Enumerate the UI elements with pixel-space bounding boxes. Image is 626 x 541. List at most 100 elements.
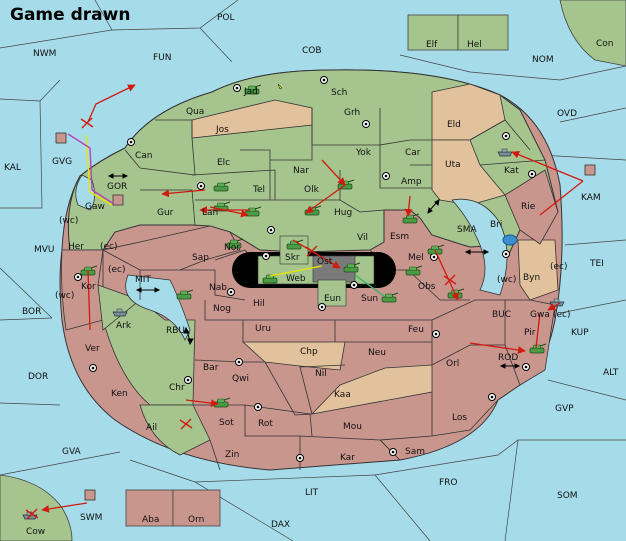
label-fun: FUN [153,53,172,63]
label-gor: GOR [107,182,127,192]
label-dax: DAX [271,520,290,530]
region-labels: POL NWM FUN COB NOM Con Elf Hel OVD KAL … [4,13,619,537]
label-gvg: GVG [52,157,72,167]
label-ovd: OVD [557,109,577,119]
label-con: Con [596,39,614,49]
label-bar: Bar [203,363,219,373]
label-jad: Jad [243,87,258,97]
label-gur: Gur [157,208,174,218]
label-obs: Obs [418,282,436,292]
label-gwa: Gwa [530,310,550,320]
label-her: Her [68,242,84,252]
label-eld: Eld [447,120,461,130]
label-kar: Kar [340,453,355,463]
label-bri: Bri [490,220,502,230]
label-uru: Uru [255,324,271,334]
label-rod: ROD [498,353,518,363]
province-hel[interactable] [457,14,509,51]
label-uta: Uta [445,160,461,170]
label-lit: LIT [305,488,319,498]
label-swm: SWM [80,513,102,523]
label-jos: Jos [215,125,229,135]
supply-centers [74,76,536,462]
label-rbu: RBU [166,326,185,336]
label-pir: Pir [524,328,536,338]
label-car: Car [405,148,421,158]
label-sch: Sch [331,88,347,98]
label-grh: Grh [344,108,360,118]
label-coast-her-ec: (ec) [100,242,118,252]
label-gvp: GVP [555,404,574,414]
label-chp: Chp [300,347,318,357]
label-sun: Sun [361,294,378,304]
label-pol: POL [217,13,235,23]
province-eun[interactable] [317,279,347,307]
label-zin: Zin [225,450,239,460]
label-som: SOM [557,491,578,501]
label-tei: TEI [589,259,604,269]
province-chp[interactable] [241,341,346,371]
label-ken: Ken [111,389,128,399]
label-dor: DOR [28,372,48,382]
province-elf[interactable] [407,14,459,51]
cut-marks [25,117,457,520]
label-ost: Ost [317,257,333,267]
label-kup: KUP [571,328,589,338]
spark-icon [277,83,283,90]
province-orn[interactable] [172,489,221,527]
label-kam: KAM [581,193,601,203]
coast-labels: (wc) (ec) (ec) (wc) (ec) (wc) (ec) [55,216,571,320]
label-can: Can [135,151,153,161]
province-uta[interactable] [431,139,506,206]
label-coast-byn-ec: (ec) [550,262,568,272]
label-elc: Elc [217,158,230,168]
label-alt: ALT [603,368,619,378]
label-mel: Mel [408,253,424,263]
label-buc: BUC [492,310,511,320]
label-nwm: NWM [33,49,56,59]
label-ver: Ver [85,344,100,354]
province-sap[interactable] [101,225,241,271]
province-con[interactable] [559,0,626,67]
province-byn[interactable] [517,239,559,301]
label-cob: COB [302,46,322,56]
label-nar: Nar [293,166,309,176]
label-amp: Amp [401,177,422,187]
label-rot: Rot [258,419,273,429]
sea-sma[interactable] [451,198,508,296]
label-elf: Elf [426,40,438,50]
label-kaa: Kaa [334,390,351,400]
label-feu: Feu [408,325,424,335]
label-yok: Yok [355,148,372,158]
label-nor: Nor [224,243,240,253]
label-coast-kor-ec: (ec) [108,265,126,275]
label-ark: Ark [116,321,132,331]
label-sap: Sap [192,253,209,263]
label-olk: Olk [304,185,320,195]
island-icon [502,234,518,246]
support-lines [67,133,385,297]
label-gaw: Gaw [85,202,105,212]
label-sam: Sam [405,447,425,457]
label-hug: Hug [334,208,352,218]
label-coast-gwa-ec: (ec) [553,310,571,320]
game-status-title: Game drawn [10,5,130,25]
label-vil: Vil [357,233,368,243]
province-ail[interactable] [139,404,211,456]
province-kaa-tan[interactable] [310,364,433,415]
label-orl: Orl [446,359,459,369]
label-tel: Tel [252,185,265,195]
label-coast-kor-wc: (wc) [55,291,74,301]
label-fro: FRO [439,478,458,488]
province-rie[interactable] [504,169,559,245]
label-qwi: Qwi [232,374,249,384]
province-cow[interactable] [0,474,73,541]
label-nil: Nil [315,369,327,379]
label-esm: Esm [390,232,409,242]
label-kat: Kat [504,166,519,176]
label-coast-byn-wc: (wc) [497,275,516,285]
label-aba: Aba [142,515,159,525]
label-nom: NOM [532,55,554,65]
province-chr[interactable] [102,299,196,406]
label-hil: Hil [253,299,265,309]
